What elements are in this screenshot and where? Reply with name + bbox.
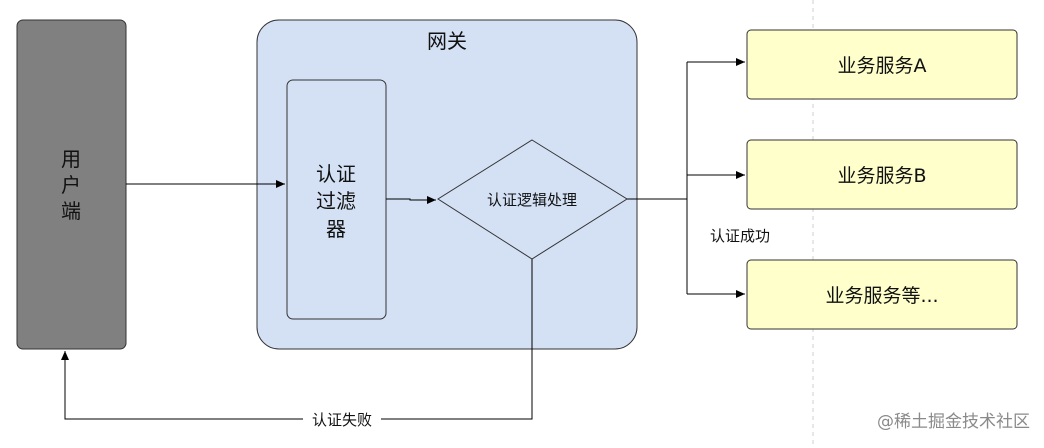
edge-failure-label: 认证失败 [312,411,372,429]
client-label-2: 户 [61,173,81,197]
failure-label-bg [303,409,381,429]
auth-logic-label: 认证逻辑处理 [487,191,577,209]
edge-failure-path [61,259,533,420]
gateway-label: 网关 [427,29,467,53]
service-etc-label: 业务服务等... [825,285,938,307]
service-a-label: 业务服务A [838,55,927,77]
watermark: @稀土掘金技术社区 [877,412,1030,432]
service-etc-box[interactable] [746,259,1018,330]
service-b-box[interactable] [746,139,1018,210]
auth-filter-label-3: 器 [326,217,346,241]
auth-filter-label-2: 过滤 [316,189,356,213]
client-label-3: 端 [61,199,81,223]
service-b-label: 业务服务B [837,165,926,187]
auth-filter-label-1: 认证 [316,162,356,186]
service-a-box[interactable] [746,29,1018,100]
client-label-1: 用 [61,147,81,171]
edge-filter-to-logic [386,196,436,204]
edge-success-label: 认证成功 [710,227,770,245]
